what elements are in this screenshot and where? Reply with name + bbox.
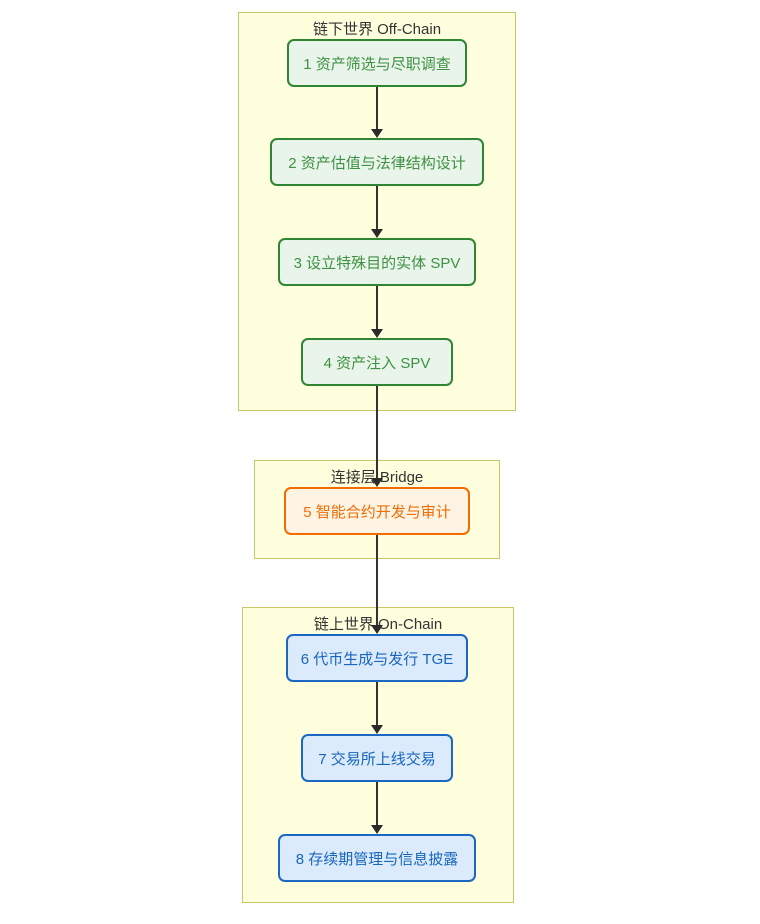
edge-2-3-arrowhead-icon — [371, 229, 383, 238]
edge-1-2-line — [376, 87, 378, 129]
edge-1-2-arrowhead-icon — [371, 129, 383, 138]
edge-7-8-line — [376, 782, 378, 825]
node-exchange-listing: 7 交易所上线交易 — [301, 734, 453, 782]
edge-5-6-line — [376, 535, 378, 625]
group-onchain-title: 链上世界 On-Chain — [313, 616, 443, 633]
edge-3-4-arrowhead-icon — [371, 329, 383, 338]
edge-3-4-line — [376, 286, 378, 329]
node-setup-spv: 3 设立特殊目的实体 SPV — [278, 238, 476, 286]
node-asset-injection-spv: 4 资产注入 SPV — [301, 338, 453, 386]
edge-2-3-line — [376, 186, 378, 229]
edge-6-7-arrowhead-icon — [371, 725, 383, 734]
edge-5-6-arrowhead-icon — [371, 625, 383, 634]
edge-7-8-arrowhead-icon — [371, 825, 383, 834]
node-ongoing-management-disclosure: 8 存续期管理与信息披露 — [278, 834, 476, 882]
edge-4-5-arrowhead-icon — [371, 478, 383, 487]
node-smart-contract-dev-audit: 5 智能合约开发与审计 — [284, 487, 470, 535]
node-valuation-legal-structure: 2 资产估值与法律结构设计 — [270, 138, 484, 186]
edge-4-5-line — [376, 386, 378, 478]
edge-6-7-line — [376, 682, 378, 725]
node-token-generation-tge: 6 代币生成与发行 TGE — [286, 634, 468, 682]
group-offchain-title: 链下世界 Off-Chain — [312, 21, 442, 38]
node-asset-screening-due-diligence: 1 资产筛选与尽职调查 — [287, 39, 467, 87]
